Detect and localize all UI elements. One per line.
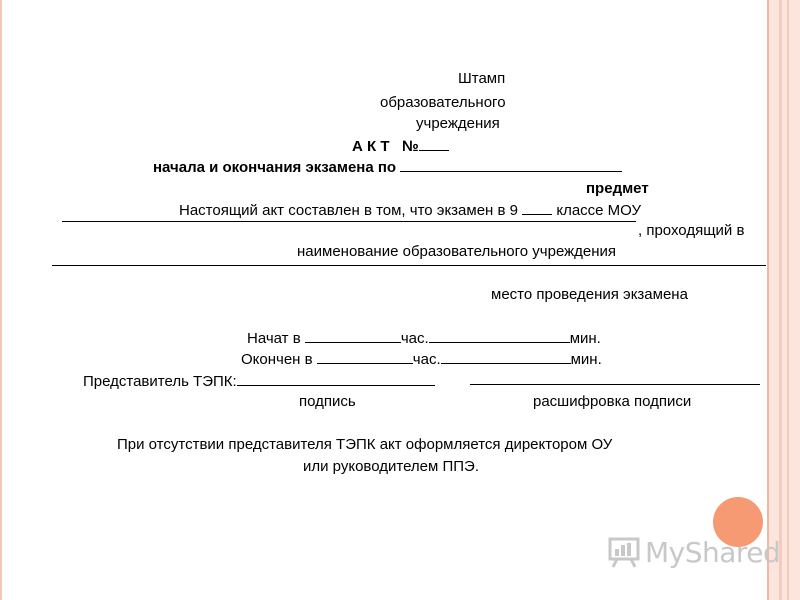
institution-blank	[62, 221, 636, 222]
watermark-text: MyShared	[645, 535, 781, 569]
decoding-blank	[470, 384, 760, 385]
ended-label: Окончен в	[241, 351, 313, 368]
slide-border-right	[767, 0, 800, 600]
act-subtitle-text: начала и окончания экзамена по	[153, 159, 397, 176]
body-line-2-end: , проходящий в	[638, 222, 745, 239]
body-line-1: Настоящий акт составлен в том, что экзам…	[179, 201, 641, 220]
class-blank	[522, 201, 553, 215]
note-line-2: или руководителем ППЭ.	[303, 458, 480, 475]
location-blank	[52, 265, 766, 266]
ended-hour-blank	[316, 350, 413, 364]
decoding-caption: расшифровка подписи	[533, 393, 692, 410]
subject-caption: предмет	[586, 180, 649, 197]
stamp-line-2: образовательного	[380, 94, 506, 111]
body-line-1-start: Настоящий акт составлен в том, что экзам…	[179, 202, 518, 219]
representative-line: Представитель ТЭПК:	[83, 372, 435, 391]
signature-caption: подпись	[299, 393, 356, 410]
minute-label: мин.	[570, 351, 602, 368]
minute-label: мин.	[569, 330, 601, 347]
decorative-circle	[713, 497, 763, 547]
act-number-label: №	[402, 138, 419, 155]
note-line-1: При отсутствии представителя ТЭПК акт оф…	[117, 436, 613, 453]
representative-label: Представитель ТЭПК:	[83, 373, 237, 390]
act-title: А К Т №	[352, 137, 449, 156]
border-stripe	[779, 0, 782, 600]
location-caption: место проведения экзамена	[491, 286, 688, 303]
started-hour-blank	[304, 329, 401, 343]
act-title-text: А К Т	[352, 138, 390, 155]
started-line: Начат в час. мин.	[247, 329, 601, 348]
stamp-line-1: Штамп	[458, 70, 506, 87]
slide-border-left	[0, 0, 6, 600]
border-stripe	[787, 0, 789, 600]
started-minute-blank	[428, 329, 570, 343]
presentation-board-icon	[608, 537, 640, 568]
signature-blank	[236, 372, 435, 386]
ended-line: Окончен в час. мин.	[241, 350, 602, 369]
subject-blank	[400, 158, 623, 172]
started-label: Начат в	[247, 330, 301, 347]
institution-caption: наименование образовательного учреждения	[297, 243, 617, 260]
act-subtitle: начала и окончания экзамена по	[153, 158, 623, 177]
ended-minute-blank	[440, 350, 571, 364]
stamp-line-3: учреждения	[416, 115, 500, 132]
hour-label: час.	[400, 330, 429, 347]
hour-label: час.	[412, 351, 441, 368]
body-line-1-end: классе МОУ	[556, 202, 642, 219]
act-number-blank	[418, 137, 449, 151]
watermark-logo: MyShared	[607, 535, 781, 569]
